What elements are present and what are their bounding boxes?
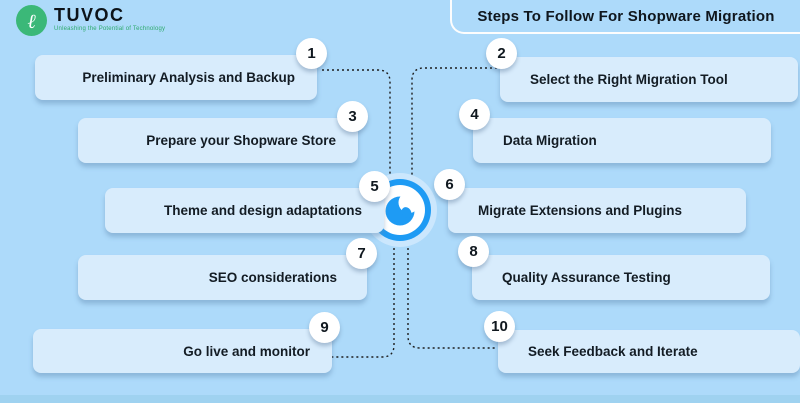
- step-label: Go live and monitor: [183, 343, 310, 359]
- step-card-3: Prepare your Shopware Store 3: [78, 101, 368, 163]
- connector-step1: [322, 69, 391, 178]
- step-number-badge: 1: [296, 38, 327, 69]
- connector-lines: [322, 67, 497, 358]
- step-number-badge: 9: [309, 312, 340, 343]
- tuvoc-logo-icon: ℓ: [16, 5, 47, 36]
- step-label: Seek Feedback and Iterate: [528, 344, 698, 359]
- brand-tagline: Unleashing the Potential of Technology: [54, 26, 166, 32]
- step-number-badge: 3: [337, 101, 368, 132]
- brand-text: TUVOC Unleashing the Potential of Techno…: [54, 5, 165, 32]
- step-card-6: Migrate Extensions and Plugins 6: [434, 169, 746, 233]
- step-number-badge: 7: [346, 238, 377, 269]
- page-title: Steps To Follow For Shopware Migration: [477, 7, 775, 25]
- brand-logo: ℓ TUVOC Unleashing the Potential of Tech…: [16, 5, 165, 36]
- step-label: Quality Assurance Testing: [502, 270, 671, 285]
- step-card-7: SEO considerations 7: [78, 238, 377, 300]
- step-number-badge: 10: [484, 311, 515, 342]
- step-number-badge: 6: [434, 169, 465, 200]
- step-card-9: Go live and monitor 9: [33, 312, 340, 373]
- brand-name: TUVOC: [54, 5, 125, 25]
- step-label: Preliminary Analysis and Backup: [82, 70, 295, 85]
- step-card-10: Seek Feedback and Iterate 10: [484, 311, 800, 373]
- step-card-8: Quality Assurance Testing 8: [458, 236, 770, 300]
- step-number-badge: 4: [459, 99, 490, 130]
- footer-strip: [0, 395, 800, 403]
- step-label: Migrate Extensions and Plugins: [478, 203, 683, 218]
- step-card-1: Preliminary Analysis and Backup 1: [35, 38, 327, 100]
- step-card-2: Select the Right Migration Tool 2: [486, 38, 798, 102]
- tuvoc-logo-glyph: ℓ: [27, 8, 36, 33]
- step-card-4: Data Migration 4: [459, 99, 771, 163]
- step-label: Data Migration: [503, 133, 597, 148]
- step-number-badge: 2: [486, 38, 517, 69]
- connector-step9: [322, 243, 395, 358]
- step-card-5: Theme and design adaptations 5: [105, 171, 390, 233]
- step-label: Theme and design adaptations: [163, 203, 362, 218]
- header-title-box: Steps To Follow For Shopware Migration: [450, 0, 800, 34]
- step-label: Select the Right Migration Tool: [530, 72, 728, 87]
- step-label: Prepare your Shopware Store: [146, 133, 336, 148]
- step-number-badge: 5: [359, 171, 390, 202]
- step-number-badge: 8: [458, 236, 489, 267]
- step-label: SEO considerations: [208, 270, 337, 285]
